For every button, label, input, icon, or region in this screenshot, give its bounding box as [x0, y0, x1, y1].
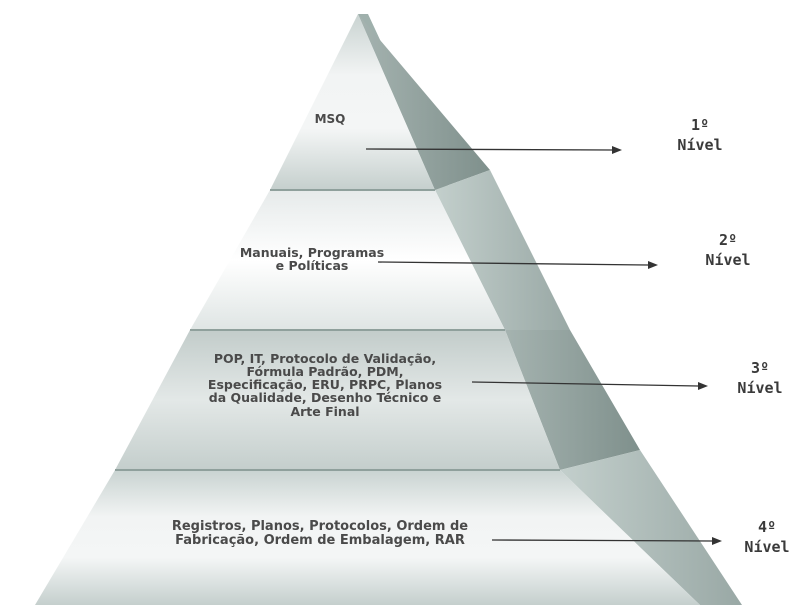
tier-4-label: Registros, Planos, Protocolos, Ordem de … — [171, 519, 469, 548]
level-4-ordinal: 4º — [757, 518, 777, 536]
side-face-tier-1b — [358, 14, 490, 190]
level-3-label: 3º Nível — [720, 358, 800, 399]
front-face-tier-2 — [190, 190, 505, 330]
level-3-ordinal: 3º — [750, 359, 770, 377]
level-2-word: Nível — [705, 251, 751, 270]
side-face-tier-4 — [560, 450, 742, 605]
level-4-label: 4º Nível — [727, 517, 807, 558]
front-face-tier-1 — [270, 14, 435, 190]
level-2-label: 2º Nível — [688, 230, 768, 271]
arrow-level-4 — [491, 537, 722, 545]
front-face-tier-3 — [115, 330, 560, 470]
level-3-word: Nível — [737, 379, 783, 398]
tier-1-label: MSQ — [314, 112, 346, 126]
tier-2-label: Manuais, Programas e Políticas — [239, 245, 385, 274]
level-4-word: Nível — [744, 538, 790, 557]
arrow-level-1 — [365, 146, 622, 154]
side-face-tier-2 — [435, 170, 570, 330]
tier-3-label: POP, IT, Protocolo de Validação, Fórmula… — [207, 351, 443, 419]
arrow-level-2 — [377, 261, 658, 269]
level-1-ordinal: 1º — [690, 116, 710, 134]
front-face-tier-4 — [35, 470, 700, 605]
level-1-word: Nível — [677, 136, 723, 155]
side-face-tier-3 — [505, 330, 640, 470]
level-2-ordinal: 2º — [718, 231, 738, 249]
arrow-level-3 — [471, 381, 708, 390]
level-1-label: 1º Nível — [660, 115, 740, 156]
